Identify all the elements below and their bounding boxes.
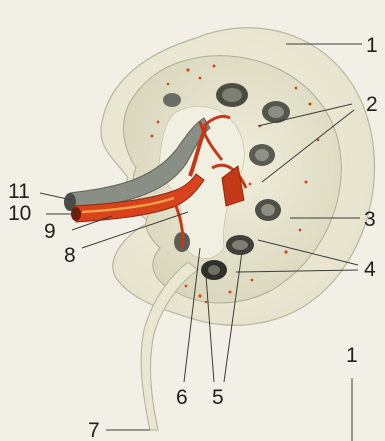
label-4: 4 <box>364 258 376 281</box>
label-10: 10 <box>8 202 31 225</box>
label-corner: 1 <box>346 344 358 367</box>
label-7: 7 <box>88 419 100 441</box>
label-2: 2 <box>366 93 378 116</box>
label-8: 8 <box>64 244 76 267</box>
label-6: 6 <box>176 386 188 409</box>
label-3: 3 <box>364 208 376 231</box>
label-11: 11 <box>8 180 30 203</box>
label-5: 5 <box>212 386 224 409</box>
label-9: 9 <box>44 220 56 243</box>
label-1: 1 <box>366 34 378 57</box>
